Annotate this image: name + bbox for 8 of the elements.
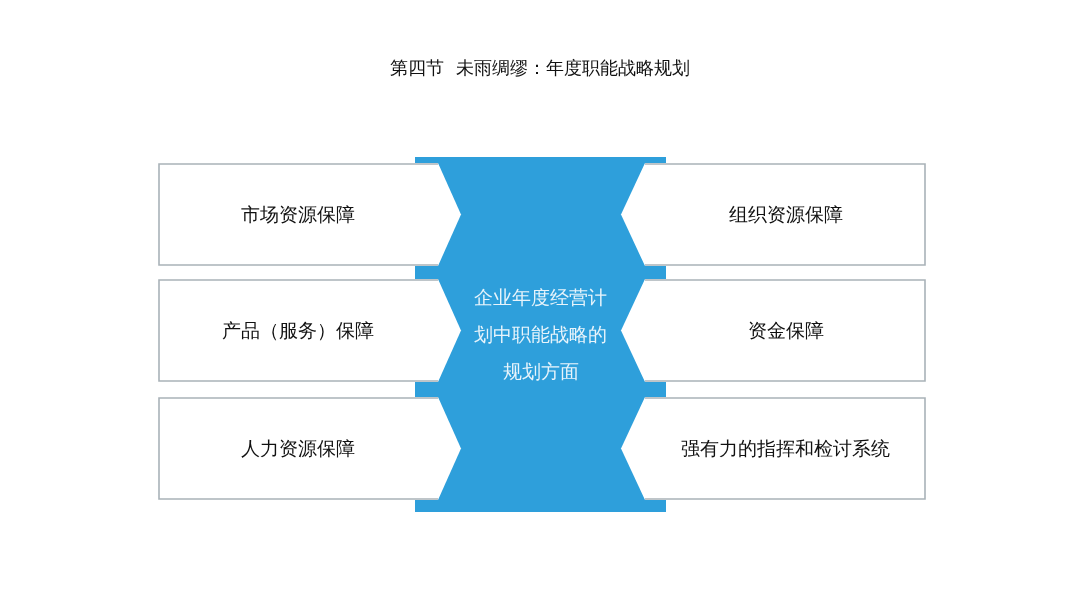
box-label: 市场资源保障 (241, 201, 355, 227)
box-label: 资金保障 (747, 317, 824, 343)
panel-text: 企业年度经营计划中职能战略的规划方面 (473, 285, 608, 384)
box-label: 人力资源保障 (241, 435, 355, 461)
title: 第四节 未雨绸缪：年度职能战略规划 (389, 56, 691, 80)
box-label: 产品（服务）保障 (222, 317, 374, 343)
box-label: 强有力的指挥和检讨系统 (681, 435, 890, 461)
box-label: 组织资源保障 (728, 201, 843, 227)
